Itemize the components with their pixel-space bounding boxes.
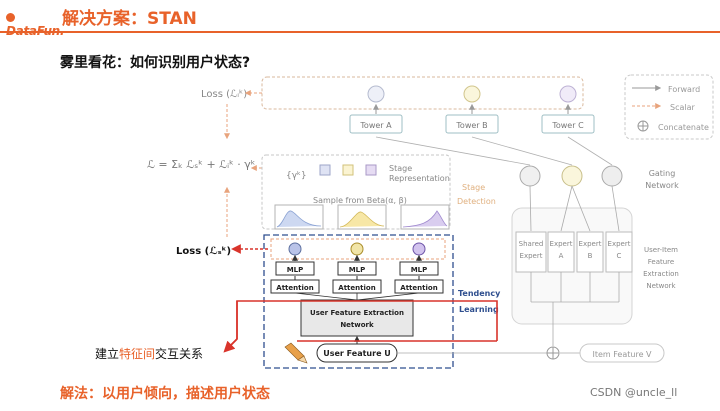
gate-node-c bbox=[601, 165, 623, 187]
page-title: 解决方案：STAN bbox=[62, 9, 197, 29]
expert-a-box bbox=[547, 231, 575, 273]
item-feature-pill bbox=[579, 343, 665, 363]
sample-from-label: Sample from Beta(α, β) bbox=[313, 196, 407, 205]
tower-output-frame bbox=[261, 76, 584, 110]
legend: Forward Scalar Concatenate bbox=[624, 74, 714, 140]
loss-formulas: Loss (ℒᵢᵏ) ℒ = Σₖ ℒₛᵏ + ℒᵢᵏ · γᵏ Loss (ℒ… bbox=[147, 89, 268, 257]
tower-b-label: Tower B bbox=[455, 121, 487, 130]
attention-b-label: Attention bbox=[338, 284, 375, 292]
expert-b-line-2: B bbox=[588, 252, 593, 260]
stage-square-a bbox=[319, 164, 331, 176]
loss-i-label: Loss (ℒᵢᵏ) bbox=[201, 89, 247, 100]
footer-watermark: CSDN @uncle_ll bbox=[590, 386, 678, 399]
shared-expert-line-2: Expert bbox=[520, 252, 543, 260]
stage-square-c bbox=[365, 164, 377, 176]
mlp-c-label: MLP bbox=[411, 266, 428, 274]
gate-node-b bbox=[561, 165, 583, 187]
item-extraction-line-2: Feature bbox=[648, 258, 674, 266]
expert-c-line-2: C bbox=[617, 252, 622, 260]
user-feature-extraction-line-2: Network bbox=[340, 321, 374, 329]
logo-mark-icon bbox=[6, 13, 15, 22]
interaction-annotation: 建立特征间交互关系 bbox=[95, 347, 204, 361]
tendency-learning-line-1: Tendency bbox=[458, 289, 501, 298]
pencil-icon bbox=[284, 342, 308, 364]
towers-group: Tower A Tower B Tower C bbox=[261, 76, 613, 166]
tendency-learning-line-2: Learning bbox=[459, 305, 499, 314]
section-subtitle: 雾里看花：如何识别用户状态? bbox=[60, 55, 251, 71]
stage-representation-line-1: Stage bbox=[389, 164, 412, 173]
stage-square-b bbox=[342, 164, 354, 176]
user-feature-label: User Feature U bbox=[323, 349, 391, 358]
expert-c-box bbox=[605, 231, 633, 273]
legend-scalar-label: Scalar bbox=[670, 103, 696, 112]
title-divider bbox=[0, 31, 720, 33]
mlp-a-label: MLP bbox=[287, 266, 304, 274]
shared-expert-box bbox=[515, 231, 547, 273]
item-extraction-line-1: User-Item bbox=[644, 246, 678, 254]
stage-symbol: {γᵏ} bbox=[286, 171, 307, 181]
tower-c-box bbox=[541, 114, 595, 134]
stage-detection-group: {γᵏ} Stage Representation Sample from Be… bbox=[261, 154, 496, 230]
attention-a-label: Attention bbox=[276, 284, 313, 292]
tower-b-output-node bbox=[463, 85, 481, 103]
tower-c-label: Tower C bbox=[551, 121, 584, 130]
item-extraction-line-4: Network bbox=[646, 282, 676, 290]
mlp-c-box bbox=[399, 261, 439, 276]
solution-summary: 解法：以用户倾向，描述用户状态 bbox=[60, 386, 270, 402]
tower-a-box bbox=[349, 114, 403, 134]
mlp-b-box bbox=[337, 261, 377, 276]
tower-b-box bbox=[445, 114, 499, 134]
total-loss-formula: ℒ = Σₖ ℒₛᵏ + ℒᵢᵏ · γᵏ bbox=[147, 158, 255, 171]
loss-s-label: Loss (ℒₛᵏ) bbox=[176, 246, 231, 257]
item-extraction-line-3: Extraction bbox=[643, 270, 679, 278]
expert-a-line-1: Expert bbox=[550, 240, 573, 248]
item-feature-label: Item Feature V bbox=[593, 350, 653, 359]
stage-detection-label-line-1: Stage bbox=[462, 183, 485, 192]
attention-c-label: Attention bbox=[400, 284, 437, 292]
expert-c-line-1: Expert bbox=[608, 240, 631, 248]
gating-network-line-2: Network bbox=[645, 181, 679, 190]
highlight-annotation bbox=[223, 300, 498, 353]
stage-detection-frame bbox=[261, 154, 451, 230]
legend-forward-label: Forward bbox=[668, 85, 700, 94]
tower-a-label: Tower A bbox=[359, 121, 392, 130]
gating-experts-group: Gating Network Shared Expert Expert A Ex… bbox=[511, 165, 679, 346]
mlp-a-box bbox=[275, 261, 315, 276]
user-feature-extraction-line-1: User Feature Extraction bbox=[310, 309, 404, 317]
legend-concatenate-label: Concatenate bbox=[658, 123, 709, 132]
tower-a-output-node bbox=[367, 85, 385, 103]
mlp-b-label: MLP bbox=[349, 266, 366, 274]
annotation-arrow bbox=[223, 338, 238, 353]
item-feature-group: Item Feature V bbox=[397, 343, 665, 363]
stage-representation-line-2: Representation bbox=[389, 174, 450, 183]
expert-a-line-2: A bbox=[559, 252, 564, 260]
expert-b-line-1: Expert bbox=[579, 240, 602, 248]
user-feature-extraction-box bbox=[300, 299, 414, 337]
stage-detection-label-line-2: Detection bbox=[457, 197, 496, 206]
gate-node-a bbox=[519, 165, 541, 187]
tendency-node-b bbox=[350, 242, 364, 256]
tendency-node-c bbox=[412, 242, 426, 256]
tower-c-output-node bbox=[559, 85, 577, 103]
gating-network-line-1: Gating bbox=[649, 169, 676, 178]
tendency-learning-group: MLP MLP MLP Attention Attention Attentio… bbox=[263, 234, 501, 369]
tendency-node-a bbox=[288, 242, 302, 256]
shared-expert-line-1: Shared bbox=[519, 240, 544, 248]
